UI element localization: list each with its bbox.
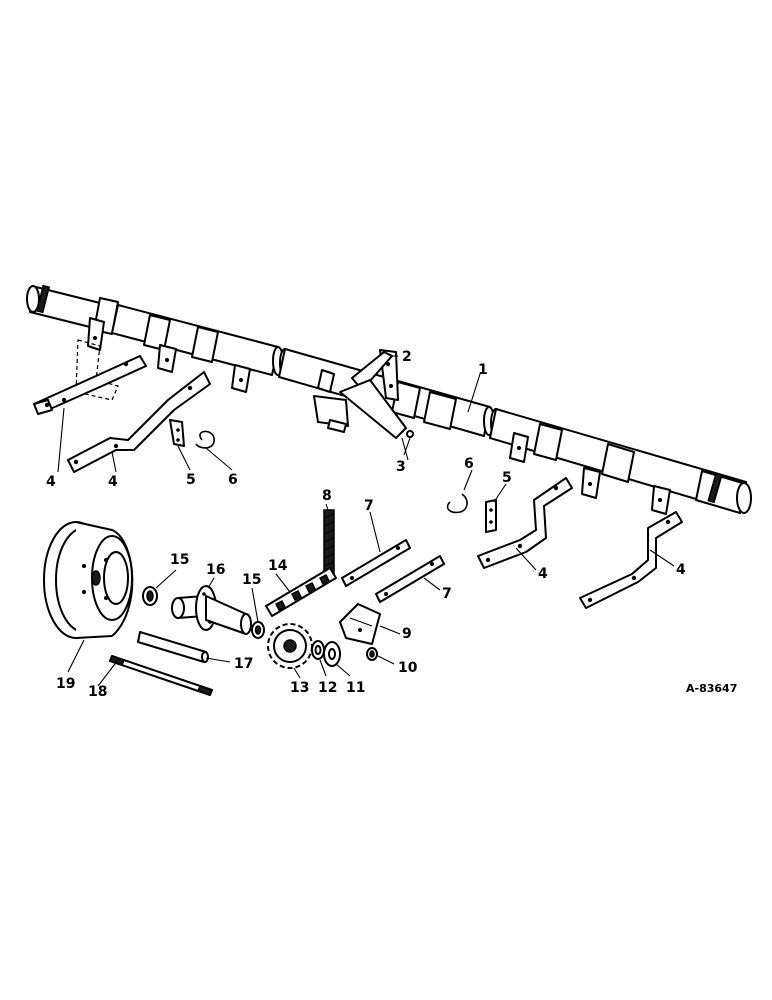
compression-spring	[323, 509, 335, 575]
spring-clip-left	[195, 430, 215, 449]
offset-arm-left-upper	[33, 355, 147, 415]
sprocket	[267, 623, 313, 669]
flat-strap-upper	[341, 539, 411, 587]
clip-left	[169, 419, 185, 447]
callout-5-b: 5	[502, 470, 512, 486]
callout-6-b: 6	[464, 456, 474, 472]
axle-bolt	[109, 655, 213, 696]
hitch-bracket	[313, 349, 414, 439]
lock-nut	[366, 647, 378, 661]
callout-11: 11	[346, 680, 365, 696]
offset-arm-left-lower	[67, 371, 211, 473]
phantom-bracket	[75, 339, 119, 401]
bearing-right	[251, 621, 265, 639]
washer-large	[323, 641, 341, 667]
callout-4-b: 4	[108, 474, 118, 490]
spacer-sleeve	[137, 631, 209, 663]
callout-1: 1	[478, 362, 488, 378]
callout-14: 14	[268, 558, 288, 574]
axle-tube	[26, 284, 752, 514]
clip-right	[485, 499, 497, 533]
flat-strap-lower	[375, 555, 445, 603]
callout-4-d: 4	[676, 562, 686, 578]
callout-7-b: 7	[442, 586, 452, 602]
callout-3: 3	[396, 459, 406, 475]
callout-19: 19	[56, 676, 75, 692]
callout-4-a: 4	[46, 474, 56, 490]
callout-2: 2	[402, 349, 412, 365]
callout-9: 9	[402, 626, 412, 642]
leader-lines	[57, 355, 675, 687]
callout-8: 8	[322, 488, 332, 504]
bearing-left	[142, 586, 158, 606]
drive-chain	[265, 567, 337, 617]
idler-bracket	[339, 603, 381, 645]
callout-labels: 1 2 3 4 4 5 6 6 5 4 4 8 7 7 9 10 11 12 1…	[46, 349, 737, 700]
callout-12: 12	[318, 680, 337, 696]
callout-10: 10	[398, 660, 418, 676]
callout-15-b: 15	[242, 572, 261, 588]
callout-16: 16	[206, 562, 225, 578]
callout-13: 13	[290, 680, 309, 696]
callout-4-c: 4	[538, 566, 548, 582]
wheel-rim	[43, 521, 134, 639]
offset-arm-right-upper	[477, 477, 573, 569]
washer-small	[311, 640, 325, 660]
callout-7-a: 7	[364, 498, 374, 514]
wheel-hub	[171, 585, 252, 635]
callout-6-a: 6	[228, 472, 238, 488]
drawing-code: A-83647	[686, 682, 737, 695]
offset-arm-right-lower	[579, 511, 683, 609]
callout-18: 18	[88, 684, 107, 700]
callout-17: 17	[234, 656, 253, 672]
spring-clip-right	[446, 493, 468, 514]
tube-brackets	[87, 317, 671, 515]
callout-5-a: 5	[186, 472, 196, 488]
callout-15-a: 15	[170, 552, 189, 568]
